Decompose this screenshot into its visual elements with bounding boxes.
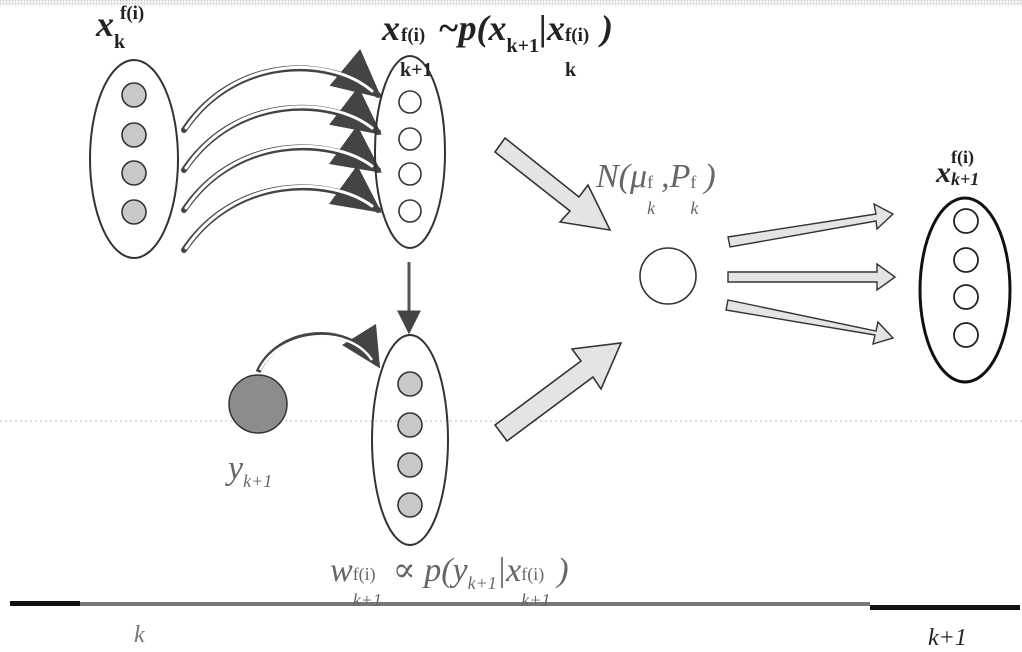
block-arrow-to-gaussian-top [495,138,610,230]
observation-node [229,375,287,433]
ensemble-weighted [372,335,448,545]
block-arrow-out-top [728,204,893,247]
particle [399,91,421,113]
particle [399,128,421,150]
label-timeline-k: k [134,623,145,647]
gaussian-node [640,248,696,304]
ensemble-xk1 [920,198,1010,382]
ensemble-predicted [375,56,445,248]
particle [954,209,978,233]
particle [398,493,422,517]
propagation-arrows [184,68,378,250]
particle [398,453,422,477]
particle [122,83,146,107]
ensemble-xk [90,60,178,258]
particle [398,372,422,396]
particle [954,285,978,309]
particle [122,123,146,147]
timeline-bar [10,601,1020,610]
particle [122,161,146,185]
block-arrow-out-bottom [726,300,893,344]
particle [399,163,421,185]
label-observation: yk+1 [228,452,272,490]
particle [954,248,978,272]
top-border [0,0,1022,6]
particle [399,200,421,222]
block-arrow-out-middle [728,264,895,290]
particle [122,200,146,224]
block-arrow-to-gaussian-bottom [495,343,621,441]
observation-arrow [258,335,378,372]
label-timeline-k1: k+1 [928,626,967,650]
particle [954,323,978,347]
particle [398,413,422,437]
